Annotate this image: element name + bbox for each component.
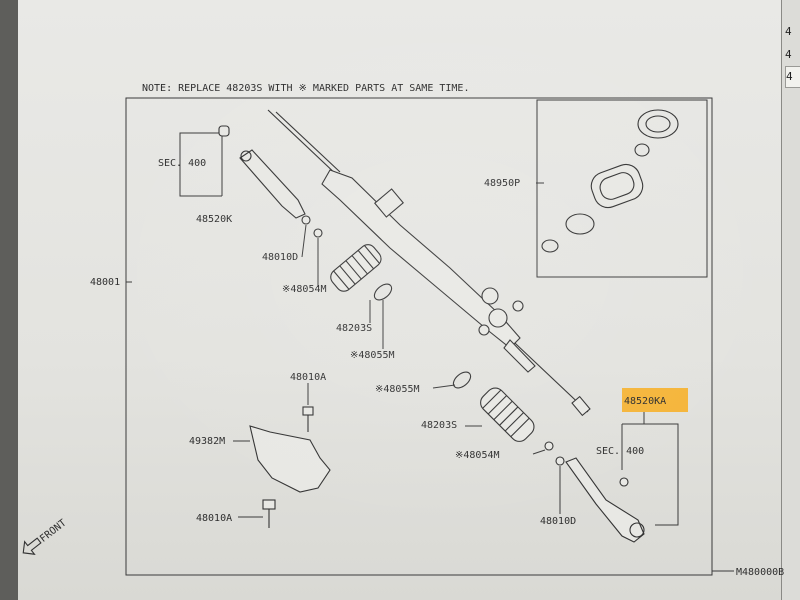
label-49382M: 49382M [189,436,225,447]
side-item[interactable]: 4 [785,48,792,61]
nut-48010D-left[interactable] [301,215,311,225]
label-48054M-right: ※48054M [455,450,500,461]
front-indicator: FRONT [22,518,69,555]
clamp-48055M-left[interactable] [371,281,394,303]
tie-rod-end-right[interactable] [565,457,645,543]
label-48055M-right: ※48055M [375,384,420,395]
label-48001: 48001 [90,277,120,288]
steering-rack-assembly[interactable] [267,109,591,417]
label-48010D-left: 48010D [262,252,298,263]
boot-left[interactable] [327,241,384,294]
label-48055M-left: ※48055M [350,350,395,361]
tie-rod-end-left[interactable] [218,125,306,219]
boot-right[interactable] [477,384,538,445]
nut-48010D-right[interactable] [555,456,565,466]
boot-kit-48950P[interactable] [541,109,679,253]
label-48520K: 48520K [196,214,232,225]
side-item[interactable]: 4 [785,25,792,38]
clamp-48055M-right[interactable] [450,369,473,391]
shield-49382M[interactable] [249,425,331,493]
label-48203S-left: 48203S [336,323,372,334]
clamp-48054M-right[interactable] [544,441,554,451]
highlight-box [622,388,688,412]
label-48010D-right: 48010D [540,516,576,527]
sec-400-left: SEC. 400 [158,158,206,169]
diagram-frame [125,97,713,576]
bolt-48010A-top[interactable] [302,406,314,432]
boot-kit-box [536,99,708,278]
bolt-48010A-bottom[interactable] [262,499,276,528]
clamp-48054M-left[interactable] [313,228,323,238]
front-label: FRONT [38,518,68,545]
side-panel: 4 4 4 [781,0,800,600]
front-arrow-icon [22,537,42,555]
label-48010A-bottom: 48010A [196,513,232,524]
sec-400-right: SEC. 400 [596,446,644,457]
diagram-code: M480000B [736,567,784,578]
label-48054M-left: ※48054M [282,284,327,295]
note-text: NOTE: REPLACE 48203S WITH ※ MARKED PARTS… [142,83,469,94]
side-item-selected[interactable]: 4 [785,66,800,88]
label-48520KA[interactable]: 48520KA [624,396,666,407]
label-48203S-right: 48203S [421,420,457,431]
label-48010A-top: 48010A [290,372,326,383]
label-48950P: 48950P [484,178,520,189]
